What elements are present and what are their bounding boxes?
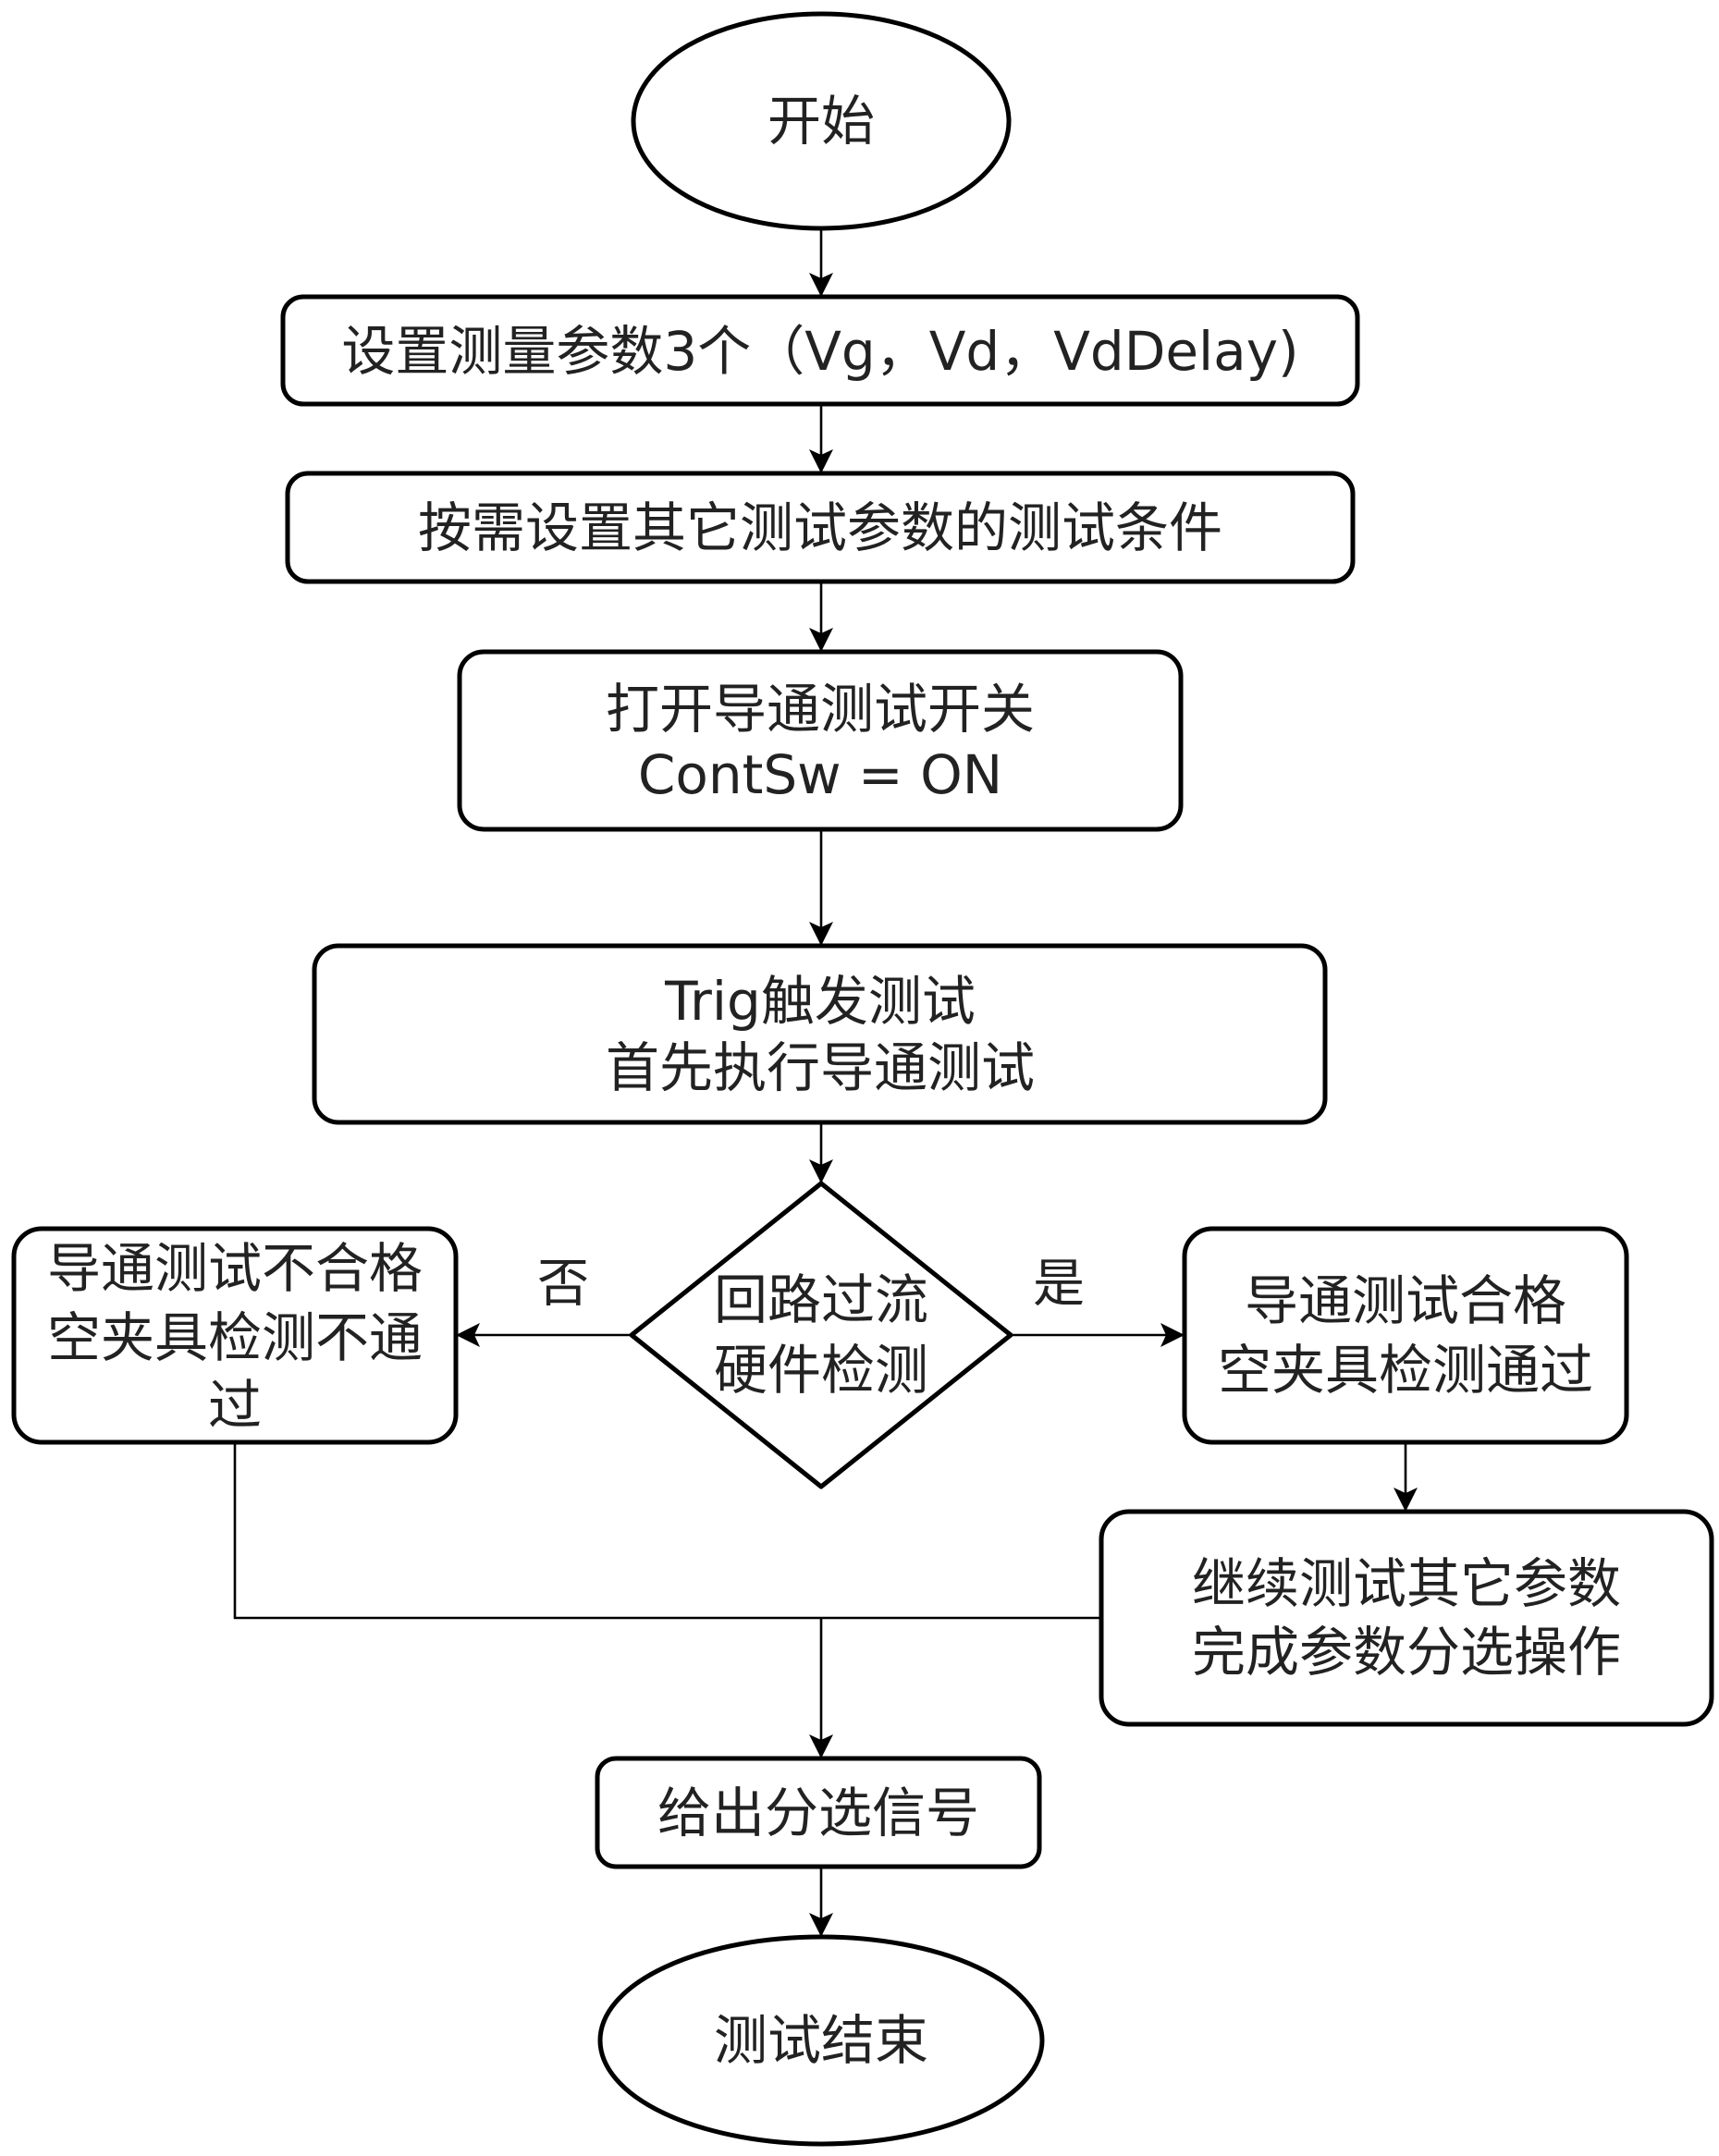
fail-label-line3: 过: [208, 1374, 262, 1437]
signal-box: [595, 1756, 1042, 1869]
node-start: 开始: [631, 11, 1012, 231]
continue-label-line1: 继续测试其它参数: [1192, 1552, 1621, 1615]
signal-label: 给出分选信号: [657, 1782, 979, 1844]
pass-label-line2: 空夹具检测通过: [1218, 1339, 1593, 1402]
trigger-test-label-line2: 首先执行导通测试: [606, 1036, 1035, 1099]
open-switch-label-line1: 打开导通测试开关: [606, 678, 1035, 741]
node-signal: 给出分选信号: [595, 1756, 1042, 1869]
fail-box: [11, 1226, 459, 1445]
node-continue: 继续测试其它参数 完成参数分选操作: [1099, 1509, 1714, 1727]
edge-label-yes: 是: [1033, 1255, 1085, 1315]
set-conditions-box: [285, 471, 1356, 584]
node-fail: 导通测试不合格 空夹具检测不通 过: [11, 1226, 459, 1445]
set-conditions-label: 按需设置其它测试参数的测试条件: [418, 496, 1222, 559]
fail-label-line1: 导通测试不合格: [47, 1237, 423, 1300]
node-trigger-test: Trig触发测试 首先执行导通测试: [312, 943, 1328, 1125]
fail-label-line2: 空夹具检测不通: [47, 1306, 423, 1369]
decision-diamond: [629, 1181, 1013, 1489]
node-decision: 回路过流 硬件检测: [629, 1181, 1013, 1489]
edge-fail-to-merge: [233, 1444, 1099, 1620]
continue-box: [1099, 1509, 1714, 1727]
pass-box: [1182, 1226, 1629, 1445]
trigger-test-box: [312, 943, 1328, 1125]
node-open-switch: 打开导通测试开关 ContSw = ON: [457, 649, 1184, 832]
start-label: 开始: [767, 90, 875, 153]
set-params-box: [280, 294, 1360, 407]
trigger-test-label-line1: Trig触发测试: [664, 970, 976, 1033]
pass-label-line1: 导通测试合格: [1245, 1269, 1566, 1332]
continue-label-line2: 完成参数分选操作: [1192, 1621, 1621, 1684]
set-params-label: 设置测量参数3个（Vg，Vd，VdDelay): [341, 320, 1298, 383]
open-switch-box: [457, 649, 1184, 832]
end-ellipse: [597, 1934, 1045, 2147]
edge-label-no: 否: [537, 1255, 589, 1315]
end-label: 测试结束: [714, 2009, 928, 2072]
decision-label-line2: 硬件检测: [714, 1339, 928, 1402]
node-end: 测试结束: [597, 1934, 1045, 2147]
node-pass: 导通测试合格 空夹具检测通过: [1182, 1226, 1629, 1445]
start-ellipse: [631, 11, 1012, 231]
edges: [233, 230, 1418, 1937]
node-set-conditions: 按需设置其它测试参数的测试条件: [285, 471, 1356, 584]
node-set-params: 设置测量参数3个（Vg，Vd，VdDelay): [280, 294, 1360, 407]
open-switch-label-line2: ContSw = ON: [638, 743, 1002, 806]
decision-label-line1: 回路过流: [714, 1268, 928, 1331]
